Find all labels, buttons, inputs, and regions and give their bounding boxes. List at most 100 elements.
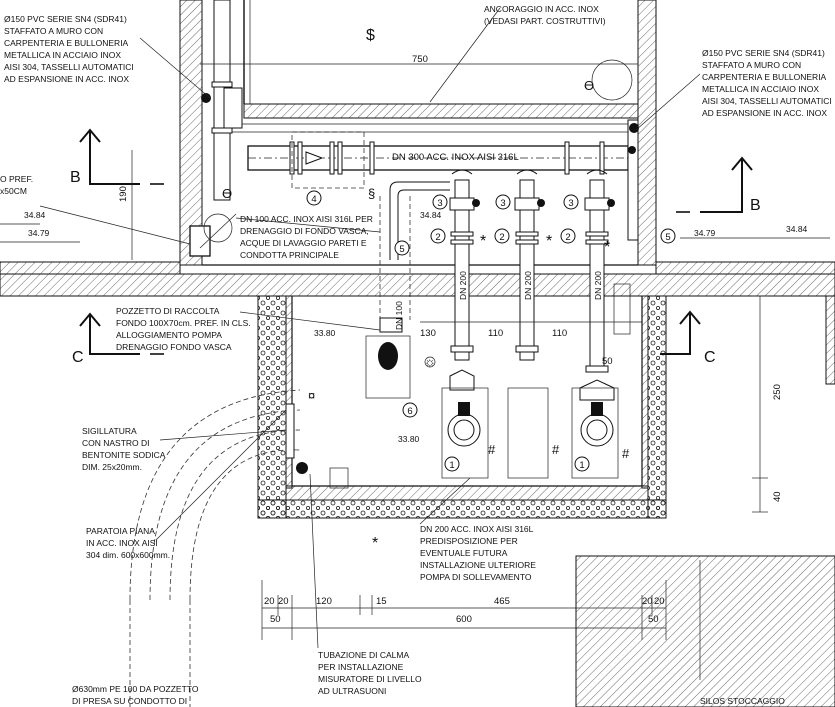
note-line: POMPA DI SOLLEVAMENTO [420, 572, 532, 582]
callout-1a: 1 [449, 460, 454, 471]
note-future-pump: DN 200 ACC. INOX AISI 316L PREDISPOSIZIO… [420, 524, 536, 582]
dim-40: 40 [772, 491, 783, 502]
elev-3484-right: 34.84 [786, 224, 808, 234]
elevations: 34.84 34.79 34.84 34.79 34.84 33.80 33.8… [24, 210, 808, 444]
note-silos: SILOS STOCCAGGIO [700, 696, 785, 706]
note-sealing: SIGILLATURA CON NASTRO DI BENTONITE SODI… [82, 426, 166, 472]
hash-symbol-c: # [622, 446, 630, 461]
note-line: DN 100 ACC. INOX AISI 316L PER [240, 214, 373, 224]
note-intake: Ø630mm PE 100 DA POZZETTO DI PRESA SU CO… [72, 684, 199, 706]
callout-4: 4 [311, 194, 316, 205]
leader-lines [0, 7, 830, 649]
section-symbol: § [368, 186, 375, 201]
note-line: STAFFATO A MURO CON [702, 60, 801, 70]
note-line: POZZETTO DI RACCOLTA [116, 306, 220, 316]
dollar-symbol: $ [366, 27, 375, 44]
dim-50-b: 50 [648, 614, 659, 625]
lower-structure [0, 273, 835, 519]
section-b-right: B [750, 197, 761, 214]
section-c-right: C [704, 349, 716, 366]
callout-1b: 1 [579, 460, 584, 471]
note-line: METALLICA IN ACCIAIO INOX [702, 84, 819, 94]
callout-numbers: 4 5 6 2 2 2 3 3 3 5 1 1 [311, 194, 670, 471]
note-line: PREDISPOSIZIONE PER [420, 536, 518, 546]
note-line: DI PRESA SU CONDOTTO DI [72, 696, 187, 706]
dim-20-d: 20 [654, 596, 665, 607]
note-line: PARATOIA PIANA [86, 526, 155, 536]
calm-pipe [129, 389, 349, 707]
callout-2a: 2 [435, 232, 440, 243]
section-c-left: C [72, 349, 84, 366]
note-line: MISURATORE DI LIVELLO [318, 674, 422, 684]
note-line: BENTONITE SODICA [82, 450, 166, 460]
dim-250: 250 [772, 384, 783, 400]
callout-3b: 3 [500, 198, 505, 209]
note-pref-left: O PREF. x50CM [0, 174, 33, 196]
note-line: AD ESPANSIONE IN ACC. INOX [4, 74, 129, 84]
callout-2c: 2 [565, 232, 570, 243]
note-pipe-right: Ø150 PVC SERIE SN4 (SDR41) STAFFATO A MU… [702, 48, 832, 118]
note-line: CONDOTTA PRINCIPALE [240, 250, 339, 260]
note-line: DRENAGGIO DI FONDO VASCA, [240, 226, 369, 236]
callout-2b: 2 [499, 232, 504, 243]
note-line: DN 200 ACC. INOX AISI 316L [420, 524, 534, 534]
note-line: EVENTUALE FUTURA [420, 548, 508, 558]
symbol-markers: $ § ϴ ϴ ¤ ☼ # # # * * * * [222, 27, 630, 552]
dim-465: 465 [494, 596, 510, 607]
dim-20-c: 20 [642, 596, 653, 607]
note-line: PER INSTALLAZIONE [318, 662, 404, 672]
callout-6: 6 [407, 406, 412, 417]
note-line: ALLOGGIAMENTO POMPA [116, 330, 222, 340]
note-line: STAFFATO A MURO CON [4, 26, 103, 36]
callout-5a: 5 [399, 244, 404, 255]
hash-symbol-a: # [488, 442, 496, 457]
note-line: DIM. 25x20mm. [82, 462, 142, 472]
note-line: SIGILLATURA [82, 426, 137, 436]
callout-5b: 5 [665, 232, 670, 243]
label-dn200-c: DN 200 [593, 271, 603, 300]
note-line: Ø150 PVC SERIE SN4 (SDR41) [4, 14, 127, 24]
note-line: AISI 304, TASSELLI AUTOMATICI [4, 62, 134, 72]
elev-3380-bot: 33.80 [398, 434, 420, 444]
pump-risers [441, 169, 619, 479]
dim-750: 750 [412, 54, 428, 65]
note-line: Ø630mm PE 100 DA POZZETTO [72, 684, 199, 694]
note-line: IN ACC. INOX AISI [86, 538, 158, 548]
elev-3479-right: 34.79 [694, 228, 716, 238]
section-markers [79, 128, 753, 355]
dim-600: 600 [456, 614, 472, 625]
note-line: CARPENTERIA E BULLONERIA [4, 38, 129, 48]
dim-20-b: 20 [278, 596, 289, 607]
dimension-texts: 750 190 250 40 130 110 110 50 20 20 120 … [118, 54, 783, 625]
note-sump: POZZETTO DI RACCOLTA FONDO 100X70cm. PRE… [116, 306, 251, 352]
dim-130: 130 [420, 328, 436, 339]
note-line: TUBAZIONE DI CALMA [318, 650, 409, 660]
callout-3a: 3 [437, 198, 442, 209]
dim-50-a: 50 [270, 614, 281, 625]
note-line: FONDO 100X70cm. PREF. IN CLS. [116, 318, 251, 328]
currency-symbol: ¤ [308, 388, 315, 403]
elev-3479-left: 34.79 [28, 228, 50, 238]
label-dn200-a: DN 200 [458, 271, 468, 300]
dimension-lines [131, 63, 768, 640]
note-line: (VEDASI PART. COSTRUTTIVI) [484, 16, 606, 26]
note-anchor: ANCORAGGIO IN ACC. INOX (VEDASI PART. CO… [484, 4, 606, 26]
dim-190: 190 [118, 186, 129, 202]
dim-20-a: 20 [264, 596, 275, 607]
note-line: x50CM [0, 186, 27, 196]
hash-symbol-b: # [552, 442, 560, 457]
note-line: ACQUE DI LAVAGGIO PARETI E [240, 238, 367, 248]
note-line: CARPENTERIA E BULLONERIA [702, 72, 827, 82]
sun-symbol: ☼ [424, 354, 436, 369]
dim-110-a: 110 [488, 328, 503, 339]
note-drain-pipe: DN 100 ACC. INOX AISI 316L PER DRENAGGIO… [240, 214, 373, 260]
label-dn200-b: DN 200 [523, 271, 533, 300]
note-line: ANCORAGGIO IN ACC. INOX [484, 4, 599, 14]
label-dn300: DN 300 ACC. INOX AISI 316L [392, 152, 519, 163]
dim-110-b: 110 [552, 328, 567, 339]
note-line: O PREF. [0, 174, 33, 184]
dim-120: 120 [316, 596, 332, 607]
header-pipe-dn300 [230, 123, 636, 189]
star-symbol-b: * [546, 233, 552, 250]
